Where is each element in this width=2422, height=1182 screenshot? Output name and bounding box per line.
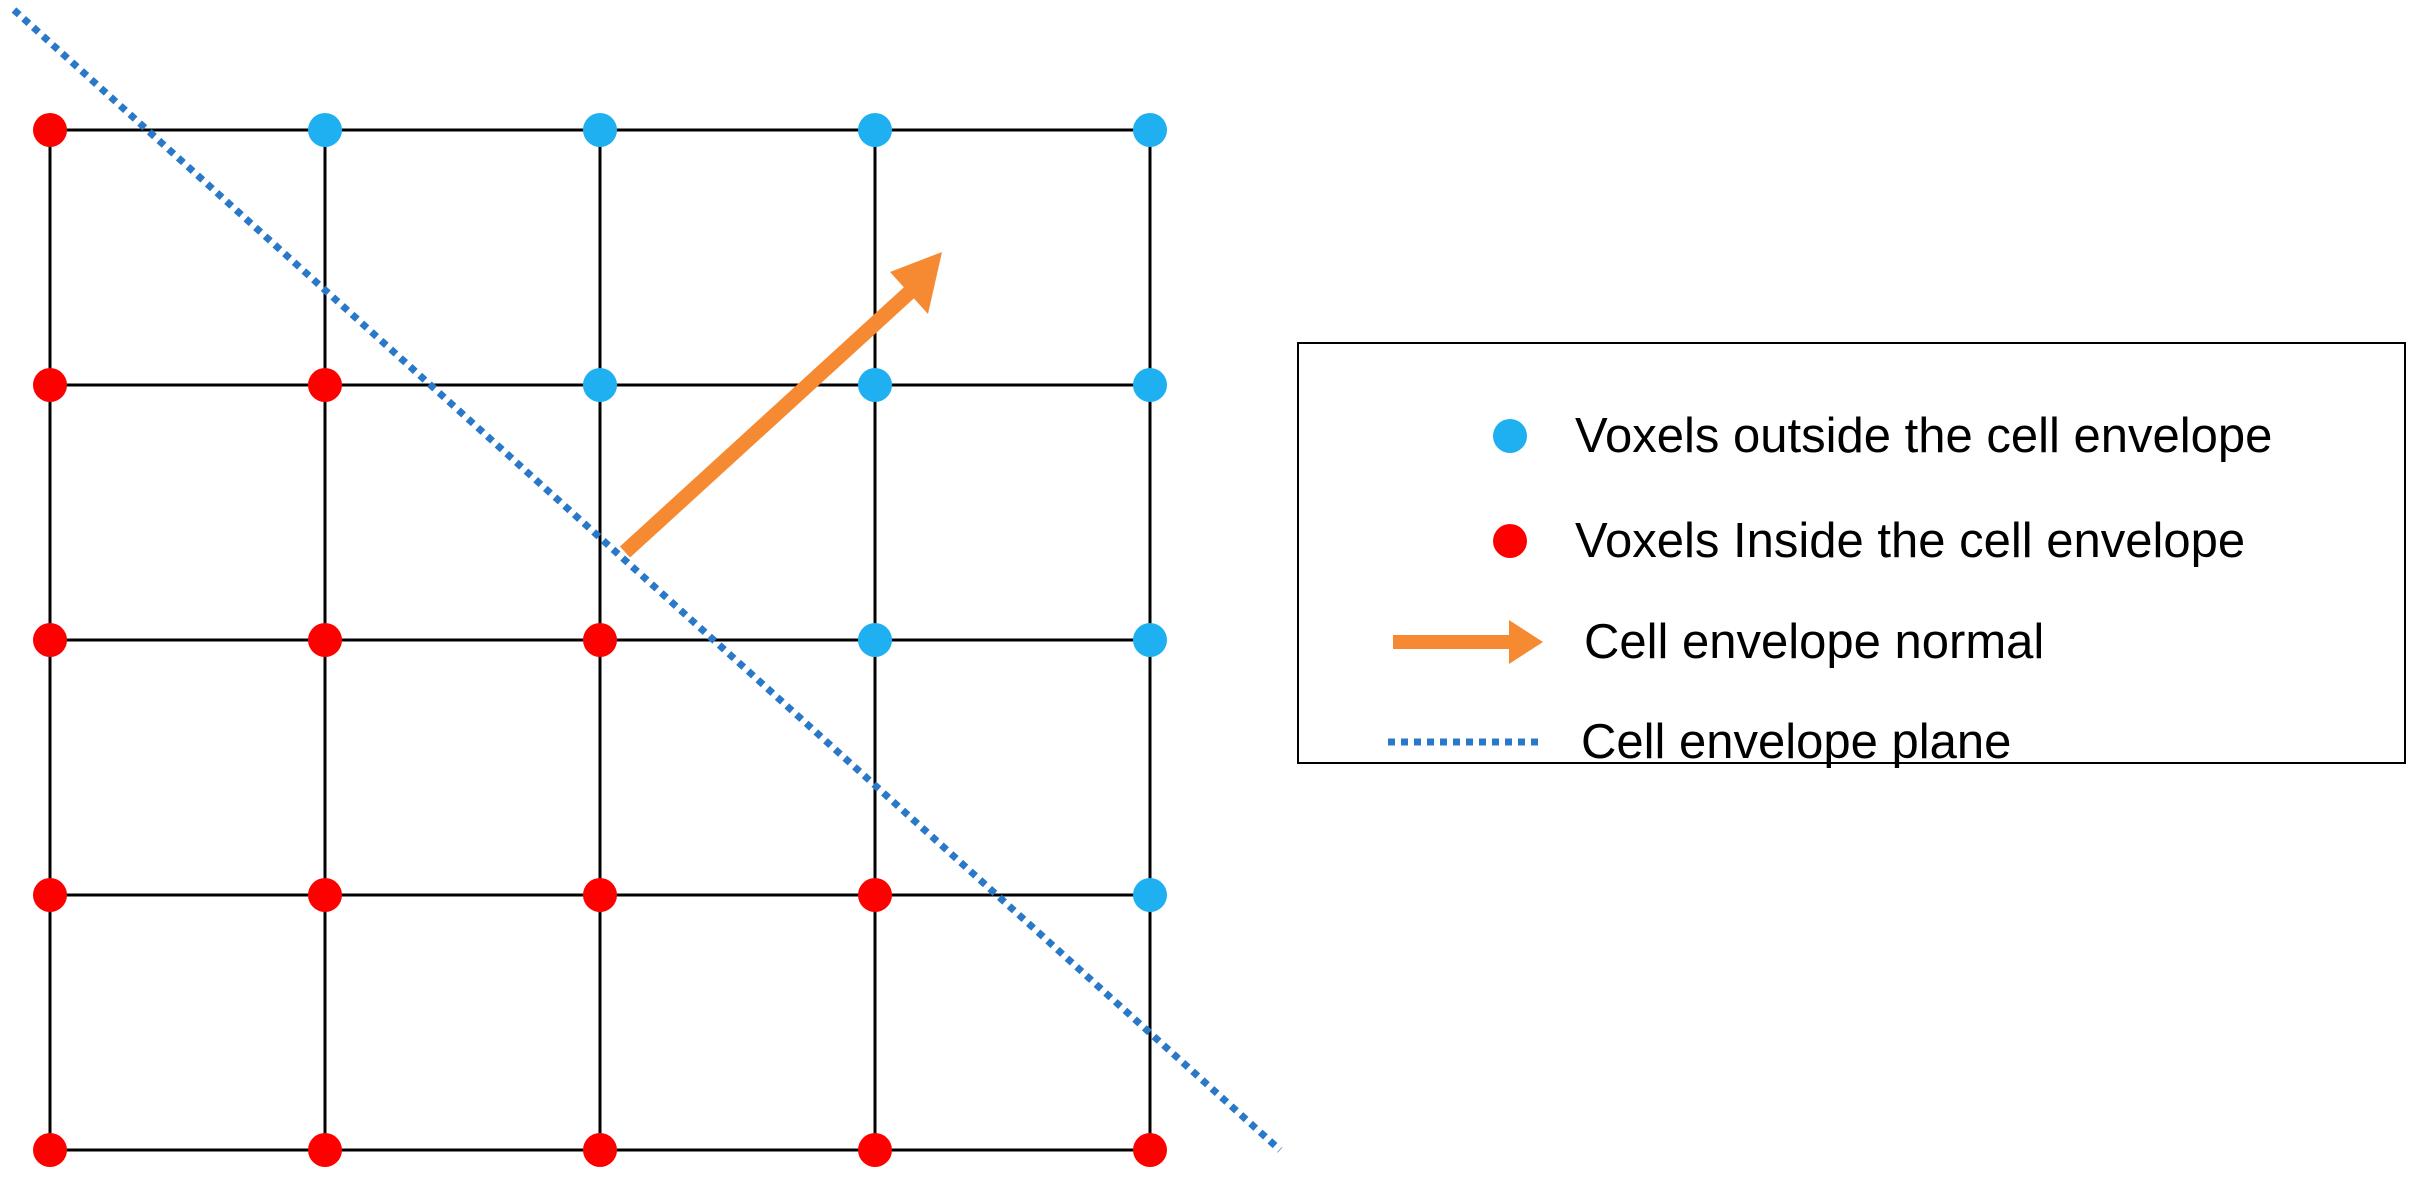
plane-line-swatch <box>1388 738 1541 746</box>
voxel-inside-r3-c3 <box>583 623 617 657</box>
voxel-inside-r5-c3 <box>583 1133 617 1167</box>
voxel-outside-r2-c4 <box>858 368 892 402</box>
voxel-inside-r5-c1 <box>33 1133 67 1167</box>
voxel-outside-r3-c4 <box>858 623 892 657</box>
voxel-inside-r4-c1 <box>33 878 67 912</box>
cell-envelope-normal-arrow <box>619 252 942 558</box>
voxel-outside-r1-c2 <box>308 113 342 147</box>
voxel-inside-r4-c3 <box>583 878 617 912</box>
voxel-inside-r2-c1 <box>33 368 67 402</box>
voxel-outside-r1-c5 <box>1133 113 1167 147</box>
voxel-inside-r5-c5 <box>1133 1133 1167 1167</box>
legend-label-inside-dot: Voxels Inside the cell envelope <box>1575 514 2246 568</box>
normal-arrow-head <box>890 252 942 314</box>
voxel-outside-r2-c3 <box>583 368 617 402</box>
voxel-outside-r1-c4 <box>858 113 892 147</box>
voxel-inside-r3-c2 <box>308 623 342 657</box>
voxel-inside-r1-c1 <box>33 113 67 147</box>
legend-label-normal-arrow: Cell envelope normal <box>1584 615 2045 669</box>
voxel-points <box>33 113 1167 1167</box>
voxel-outside-r2-c5 <box>1133 368 1167 402</box>
voxel-outside-r1-c3 <box>583 113 617 147</box>
legend-label-outside-dot: Voxels outside the cell envelope <box>1575 409 2273 463</box>
voxel-inside-r3-c1 <box>33 623 67 657</box>
voxel-inside-r2-c2 <box>308 368 342 402</box>
voxel-inside-r4-c2 <box>308 878 342 912</box>
voxel-outside-r4-c5 <box>1133 878 1167 912</box>
inside-voxel-swatch <box>1493 524 1527 558</box>
voxel-inside-r5-c4 <box>858 1133 892 1167</box>
legend-label-plane-line: Cell envelope plane <box>1581 715 2012 769</box>
normal-arrow-swatch <box>1393 620 1543 664</box>
voxel-inside-r4-c4 <box>858 878 892 912</box>
envelope-plane-line <box>11 7 1283 1153</box>
normal-arrow-shaft <box>619 284 918 558</box>
cell-envelope-plane <box>11 7 1283 1153</box>
voxel-outside-r3-c5 <box>1133 623 1167 657</box>
voxel-inside-r5-c2 <box>308 1133 342 1167</box>
outside-voxel-swatch <box>1493 419 1527 453</box>
